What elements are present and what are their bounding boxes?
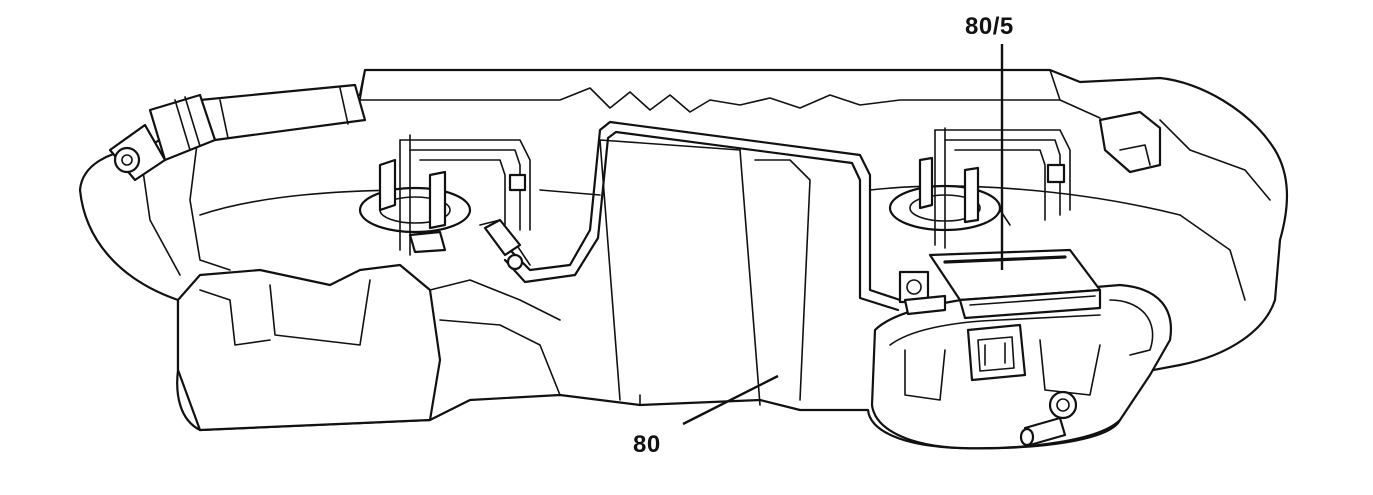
callout-80-5: 80/5 [965,13,1014,270]
component-80-5 [898,248,1102,320]
crossover-fuel-lines [479,120,902,312]
callout-label-80-5: 80/5 [965,13,1014,40]
callout-80: 80 [633,374,779,458]
callout-label-80: 80 [633,431,661,458]
left-sender-unit [358,134,531,256]
drain-fitting [1019,390,1078,447]
right-sender-unit [888,127,1071,249]
leader-line-80 [682,374,779,426]
tank-mount-boss [1098,110,1162,174]
pump-connector [966,323,1027,382]
filler-neck [108,83,367,182]
